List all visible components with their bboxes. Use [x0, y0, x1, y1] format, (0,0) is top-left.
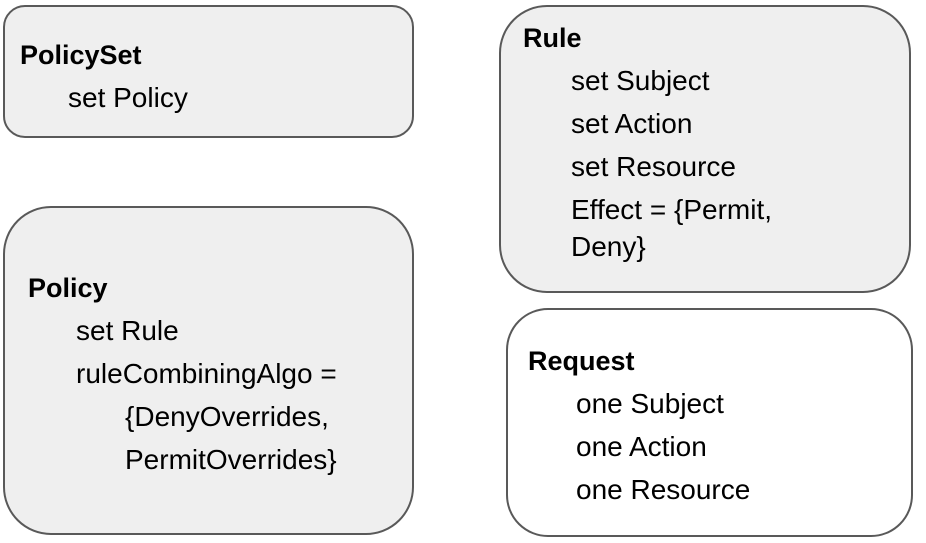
- request-title: Request: [528, 346, 635, 376]
- request-box: Request one Subject one Action one Resou…: [506, 308, 913, 537]
- rule-title: Rule: [523, 23, 582, 53]
- policy-line: ruleCombiningAlgo =: [76, 358, 337, 389]
- policyset-line: set Policy: [68, 82, 188, 113]
- policy-box: Policy set Rule ruleCombiningAlgo = {Den…: [3, 206, 414, 535]
- request-line: one Resource: [576, 474, 751, 505]
- policy-line: PermitOverrides}: [125, 444, 337, 475]
- rule-line: set Action: [571, 108, 693, 139]
- request-line: one Action: [576, 431, 707, 462]
- rule-box: Rule set Subject set Action set Resource…: [499, 5, 911, 293]
- rule-line: Deny}: [571, 231, 646, 262]
- request-line: one Subject: [576, 388, 724, 419]
- rule-line: set Resource: [571, 151, 736, 182]
- policyset-title: PolicySet: [20, 40, 142, 70]
- policyset-box: PolicySet set Policy: [3, 5, 414, 138]
- rule-line: Effect = {Permit,: [571, 194, 773, 225]
- policy-title: Policy: [28, 273, 108, 303]
- policy-line: set Rule: [76, 315, 179, 346]
- policy-line: {DenyOverrides,: [125, 401, 329, 432]
- rule-line: set Subject: [571, 65, 710, 96]
